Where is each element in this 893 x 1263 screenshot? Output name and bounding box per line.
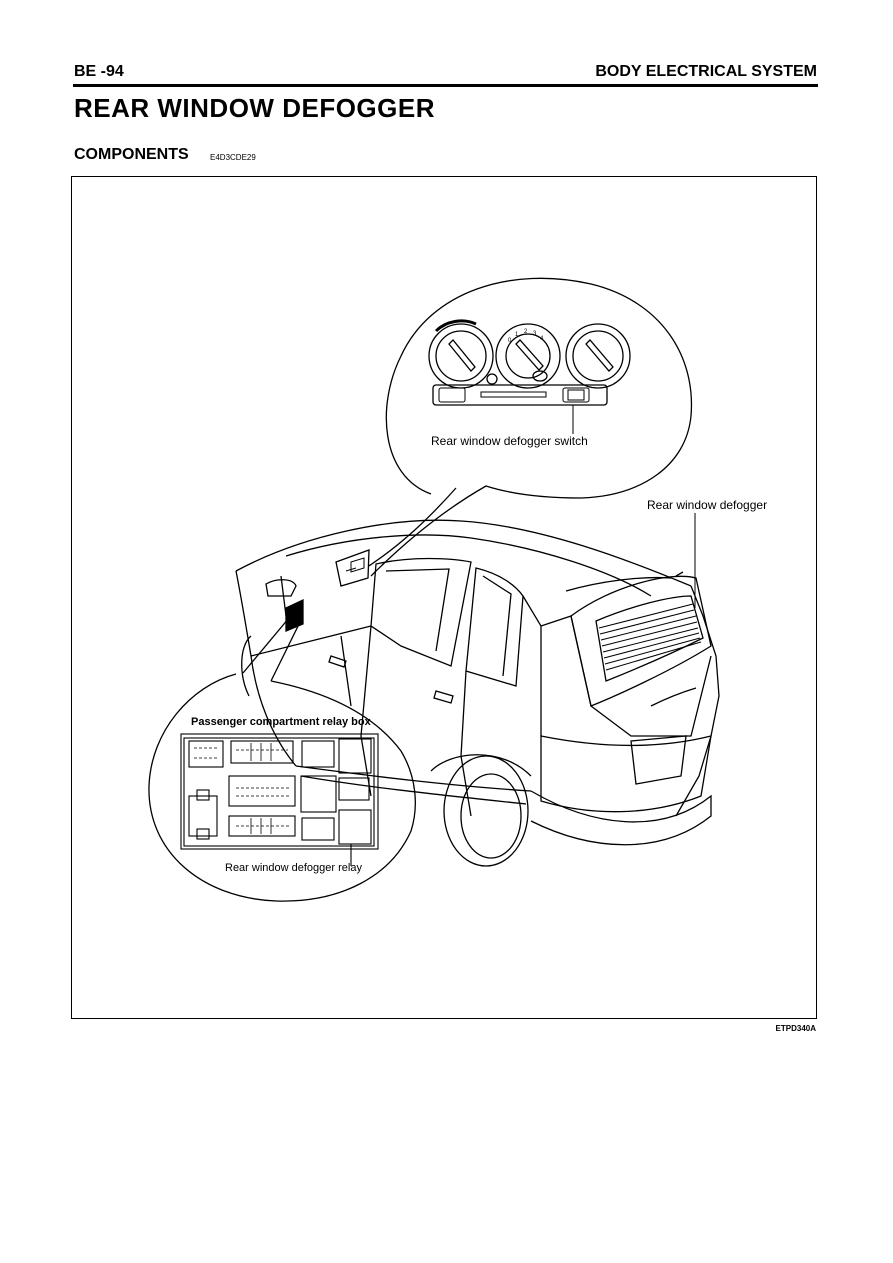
- label-defogger-switch: Rear window defogger switch: [431, 434, 588, 448]
- page-number: BE -94: [74, 63, 124, 80]
- heater-control-panel: [428, 319, 631, 434]
- car-components-illustration: 0 1 2 3 4: [148, 277, 720, 902]
- label-rear-window-defogger: Rear window defogger: [647, 498, 768, 512]
- label-relay-box: Passenger compartment relay box: [191, 716, 371, 728]
- section-title: BODY ELECTRICAL SYSTEM: [595, 63, 817, 80]
- page-title: REAR WINDOW DEFOGGER: [74, 93, 435, 123]
- dial-number-0: 0: [508, 338, 512, 344]
- dial-number-3: 3: [533, 331, 537, 337]
- relay-box-detail: [180, 733, 379, 866]
- dial-number-4: 4: [540, 336, 544, 342]
- section-code: E4D3CDE29: [210, 153, 256, 162]
- car-body-drawing: [235, 519, 720, 867]
- dial-number-2: 2: [524, 329, 528, 335]
- figure-code: ETPD340A: [775, 1024, 816, 1033]
- figure-frame: [71, 176, 817, 1019]
- dial-numbers: 0 1 2 3 4: [508, 329, 544, 344]
- header-rule: [73, 84, 818, 87]
- label-defogger-relay: Rear window defogger relay: [225, 862, 362, 874]
- section-heading: COMPONENTS: [74, 146, 189, 163]
- switch-callout-bubble: [335, 277, 693, 587]
- dial-number-1: 1: [515, 332, 519, 338]
- relay-box-callout-bubble: [148, 598, 416, 902]
